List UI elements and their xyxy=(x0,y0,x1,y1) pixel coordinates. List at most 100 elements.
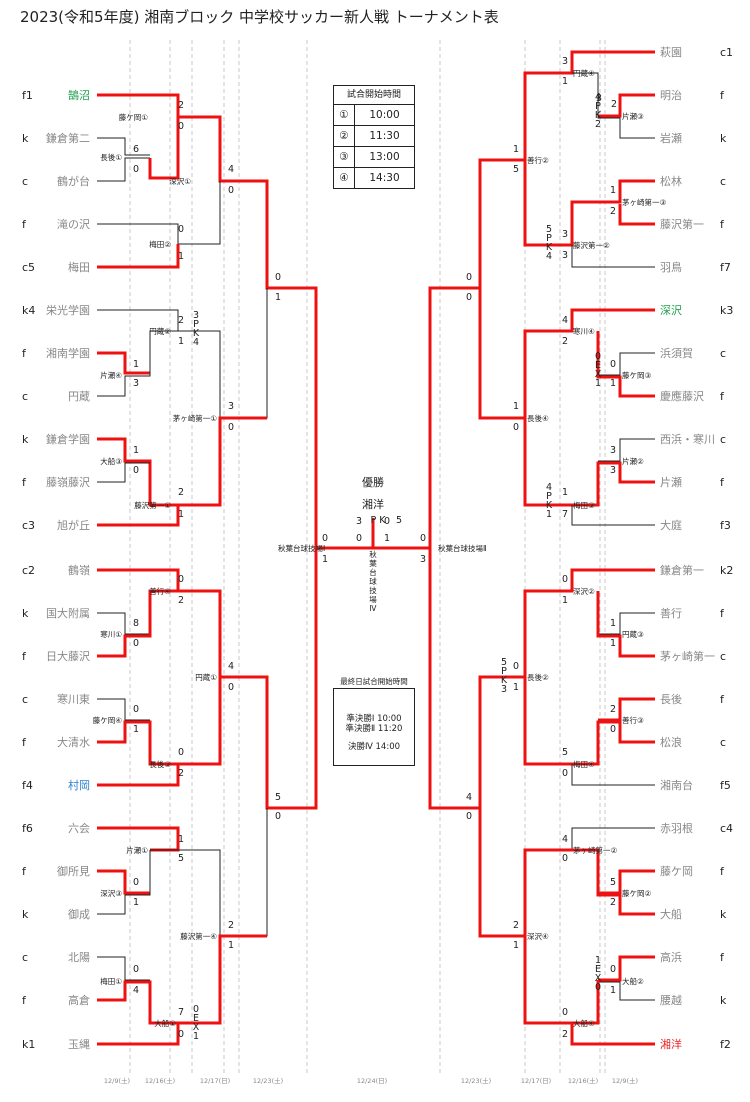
team-name: 円蔵 xyxy=(68,390,90,403)
time-slot-number: ② xyxy=(334,126,355,146)
score-label: 0 xyxy=(384,516,390,527)
venue-label: 円蔵① xyxy=(195,672,217,682)
team-name: 御成 xyxy=(68,907,90,921)
venue-label: 秋葉台球技場Ⅰ xyxy=(278,543,325,553)
team-name: 片瀬 xyxy=(660,475,682,489)
team-name: 湘南学園 xyxy=(46,346,90,360)
time-table-header: 試合開始時間 xyxy=(334,86,414,105)
score-label: 4 xyxy=(133,985,139,996)
seed-label: k4 xyxy=(22,304,35,317)
score-label: 7 xyxy=(562,509,568,520)
seed-label: c4 xyxy=(720,822,733,835)
seed-label: f7 xyxy=(720,261,731,274)
bracket-line xyxy=(572,72,655,139)
final-day-line: 準決勝Ⅰ 10:00 xyxy=(346,714,402,724)
champion-label: 優勝 xyxy=(362,476,384,489)
team-name: 六会 xyxy=(68,822,90,835)
score-label: 1 xyxy=(610,185,616,196)
score-label: 7 xyxy=(178,1007,184,1018)
final-venue-char: 場 xyxy=(369,594,377,604)
pk-mark: 3 xyxy=(193,310,199,321)
score-label: 1 xyxy=(513,940,519,951)
score-label: 2 xyxy=(178,315,184,326)
team-name: 腰越 xyxy=(660,993,682,1007)
score-label: 3 xyxy=(133,378,139,389)
pk-mark: 3 xyxy=(501,684,507,695)
winner-path xyxy=(97,93,344,550)
pk-mark: 0 xyxy=(595,351,601,362)
score-label: 0 xyxy=(275,811,281,822)
venue-label: 藤ケ岡③ xyxy=(622,370,651,380)
seed-label: f xyxy=(22,347,27,360)
team-name: 西浜・寒川 xyxy=(660,432,715,446)
time-slot-number: ④ xyxy=(334,168,355,188)
team-name: 善行 xyxy=(660,606,682,620)
final-venue-char: 球 xyxy=(369,576,377,586)
seed-label: f xyxy=(22,476,27,489)
score-label: 3 xyxy=(356,516,362,527)
final-venue-char: 葉 xyxy=(369,558,377,568)
team-name: 明治 xyxy=(660,88,682,102)
winner-path xyxy=(97,934,267,1046)
winner-path xyxy=(97,244,180,269)
score-label: 1 xyxy=(133,897,139,908)
pk-mark: E xyxy=(193,1013,199,1024)
final-venue-char: 技 xyxy=(369,585,377,595)
score-label: 1 xyxy=(513,682,519,693)
pk-mark: 0 xyxy=(193,1004,199,1015)
venue-label: 円蔵② xyxy=(149,326,171,336)
winner-path xyxy=(598,869,655,895)
score-label: 1 xyxy=(562,487,568,498)
venue-label: 片瀬② xyxy=(622,456,644,466)
score-label: 4 xyxy=(562,315,568,326)
pk-mark: 5 xyxy=(546,224,552,235)
score-label: 0 xyxy=(133,964,139,975)
venue-label: 茅ヶ崎第一③ xyxy=(622,197,666,207)
venue-label: 善行③ xyxy=(622,715,644,725)
score-label: 1 xyxy=(178,509,184,520)
score-label: 1 xyxy=(610,985,616,996)
seed-label: k xyxy=(22,433,29,446)
venue-label: 藤沢第一② xyxy=(573,240,610,250)
pk-mark: K xyxy=(193,328,200,339)
team-name: 松浪 xyxy=(660,735,682,749)
score-label: 8 xyxy=(133,618,139,629)
team-name: 鎌倉第二 xyxy=(46,131,90,145)
venue-label: 深沢③ xyxy=(100,889,122,898)
final-day-line: 準決勝Ⅱ 11:20 xyxy=(345,724,403,734)
venue-label: 梅田④ xyxy=(573,759,595,769)
score-label: 1 xyxy=(610,638,616,649)
venue-label: 梅田① xyxy=(100,976,122,986)
venue-label: 長後② xyxy=(527,672,549,682)
score-label: 3 xyxy=(228,401,234,412)
score-label: 0 xyxy=(178,224,184,235)
winner-path xyxy=(598,955,655,982)
team-name: 鶴嶺 xyxy=(68,563,90,577)
score-label: 0 xyxy=(610,359,616,370)
winner-path xyxy=(523,160,655,247)
team-name: 鎌倉学園 xyxy=(46,432,90,446)
pk-label: P K xyxy=(371,515,387,526)
round-date-label: 12/9(土) xyxy=(612,1076,638,1085)
bracket-line xyxy=(97,181,221,245)
team-name: 鵠沼 xyxy=(68,88,90,102)
score-label: 0 xyxy=(133,877,139,888)
team-name: 御所見 xyxy=(57,864,90,878)
venue-label: 長後④ xyxy=(527,413,549,423)
team-name: 藤嶺藤沢 xyxy=(46,475,90,489)
time-slot-time: 10:00 xyxy=(369,109,400,121)
bracket-line xyxy=(97,137,150,156)
team-name: 高浜 xyxy=(660,950,682,964)
bracket-line xyxy=(598,352,655,376)
score-label: 2 xyxy=(610,206,616,217)
seed-label: k xyxy=(720,132,727,145)
score-label: 0 xyxy=(322,533,328,544)
winner-path xyxy=(478,808,655,1046)
score-label: 0 xyxy=(562,853,568,864)
score-label: 1 xyxy=(178,336,184,347)
seed-label: f xyxy=(720,607,725,620)
score-label: 3 xyxy=(610,445,616,456)
